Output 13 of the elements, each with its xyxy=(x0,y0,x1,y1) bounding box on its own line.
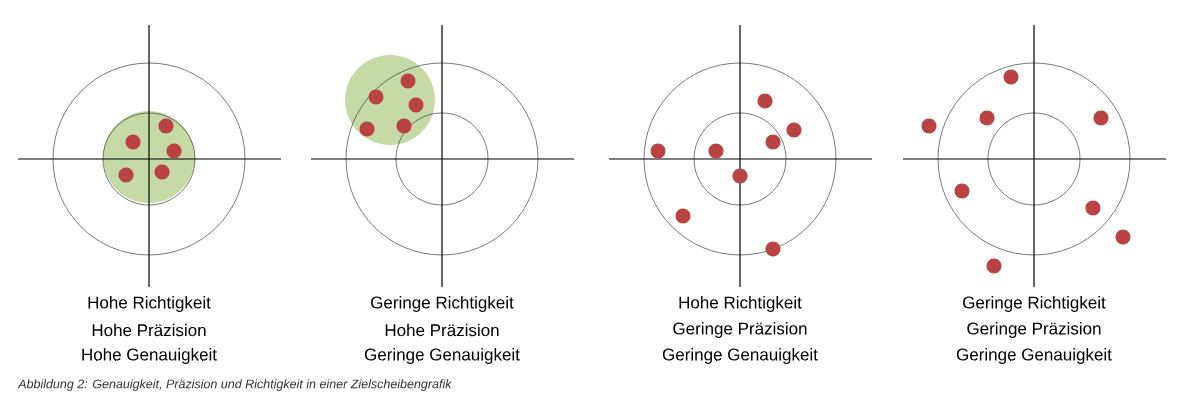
label-text: Hohe Genauigkeit xyxy=(82,348,217,364)
label-text: Hohe Richtigkeit xyxy=(679,296,802,312)
label-text: Geringe Genauigkeit xyxy=(956,348,1112,364)
label-text: Hohe Präzision xyxy=(385,323,499,337)
label-text: Geringe Genauigkeit xyxy=(364,348,520,364)
label-text: Geringe Richtigkeit xyxy=(963,296,1106,312)
label-text: Geringe Genauigkeit xyxy=(662,348,818,364)
label-text: Geringe Richtigkeit xyxy=(371,296,514,312)
label-text: Geringe Präzision xyxy=(673,322,807,338)
caption: Abbildung 2: Genauigkeit, Präzision und Richtigkeit in einer Zielscheibengrafik xyxy=(17,379,452,391)
label-text: Hohe Richtigkeit xyxy=(88,296,211,312)
label-text: Geringe Präzision xyxy=(967,322,1101,338)
label-text: Hohe Präzision xyxy=(92,323,206,337)
